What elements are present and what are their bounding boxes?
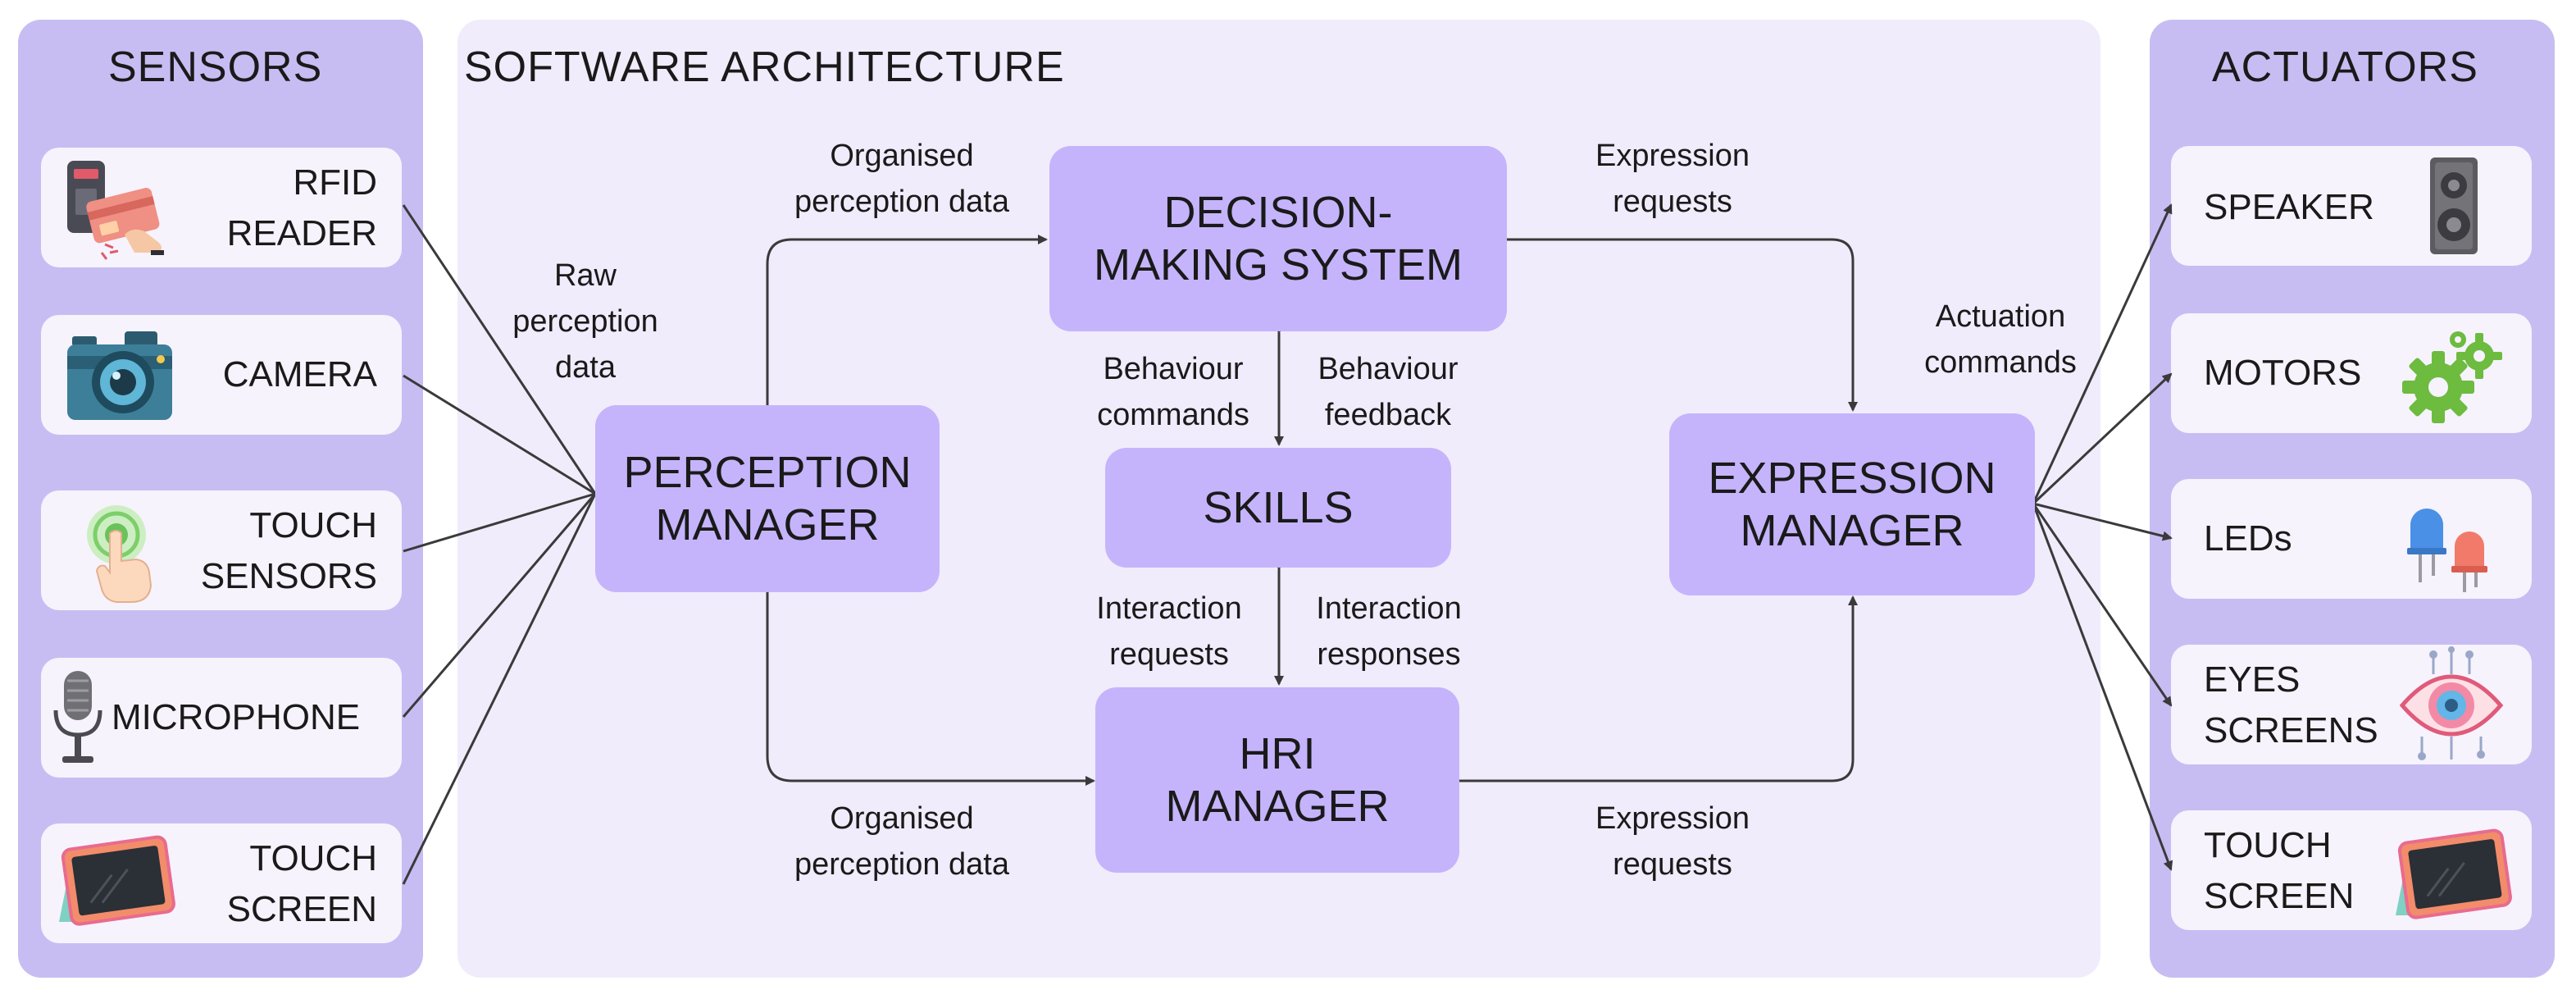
- actuator-label-eyes-screens: EYES SCREENS: [2204, 659, 2378, 750]
- decision-making-system-box: DECISION-MAKING SYSTEM: [1049, 146, 1507, 331]
- sensor-label-microphone: MICROPHONE: [112, 697, 361, 737]
- touch-finger-icon: [87, 505, 152, 603]
- link-expression-to-motors: [2032, 372, 2173, 505]
- label-interaction-responses: Interaction responses: [1316, 591, 1462, 672]
- speaker-icon: [2430, 157, 2478, 254]
- label-behaviour-commands: Behaviour commands: [1097, 352, 1249, 432]
- label-behaviour-feedback: Behaviour feedback: [1318, 352, 1459, 432]
- link-touchscreen-to-perception: [402, 493, 597, 885]
- link-decision-expression: [1497, 235, 1858, 412]
- sensor-label-touch-sensors: TOUCH SENSORS: [200, 505, 377, 596]
- actuator-label-speaker: SPEAKER: [2204, 187, 2374, 227]
- sensor-label-touch-screen: TOUCH SCREEN: [226, 838, 377, 929]
- microphone-icon: [53, 671, 102, 763]
- link-expression-to-eyes: [2032, 503, 2173, 707]
- label-interaction-requests: Interaction requests: [1096, 591, 1242, 672]
- link-expression-to-leds: [2032, 502, 2173, 541]
- link-expression-to-touchscreen: [2032, 503, 2173, 871]
- label-raw-perception-data: Raw perception data: [512, 258, 658, 385]
- actuator-label-leds: LEDs: [2204, 518, 2292, 559]
- rfid-card-reader-icon: [67, 161, 164, 260]
- actuator-card-motors: [2171, 313, 2532, 433]
- actuator-label-touch-screen: TOUCH SCREEN: [2204, 825, 2355, 916]
- link-expression-to-speaker: [2032, 203, 2173, 504]
- link-touch-sensors-to-perception: [403, 492, 596, 553]
- label-organised-perception-data-bottom: Organised perception data: [794, 801, 1009, 882]
- link-perception-to-decision: [766, 235, 1048, 405]
- sensor-label-camera: CAMERA: [222, 354, 377, 395]
- link-perception-to-hri: [766, 592, 1095, 786]
- camera-icon: [67, 331, 172, 420]
- link-hri-expression: [1450, 595, 1858, 786]
- label-expression-requests-bottom: Expression requests: [1595, 801, 1750, 882]
- link-rfid-to-perception: [402, 204, 597, 495]
- actuator-label-motors: MOTORS: [2204, 353, 2362, 393]
- tablet-icon-actuator: [2396, 828, 2512, 919]
- eye-screen-icon: [2399, 646, 2504, 760]
- link-microphone-to-perception: [402, 493, 597, 718]
- gears-icon: [2402, 331, 2502, 423]
- skills-box: SKILLS: [1105, 448, 1451, 568]
- label-organised-perception-data-top: Organised perception data: [794, 139, 1009, 219]
- actuators-title: ACTUATORS: [2212, 43, 2478, 91]
- software-architecture-title: SOFTWARE ARCHITECTURE: [464, 43, 1065, 91]
- label-expression-requests-top: Expression requests: [1595, 139, 1750, 219]
- link-camera-to-perception: [403, 374, 596, 495]
- label-actuation-commands: Actuation commands: [1924, 299, 2077, 380]
- sensors-title: SENSORS: [108, 43, 323, 91]
- led-icon: [2407, 509, 2487, 592]
- tablet-icon: [59, 835, 175, 926]
- sensor-label-rfid-reader: RFID READER: [226, 162, 377, 253]
